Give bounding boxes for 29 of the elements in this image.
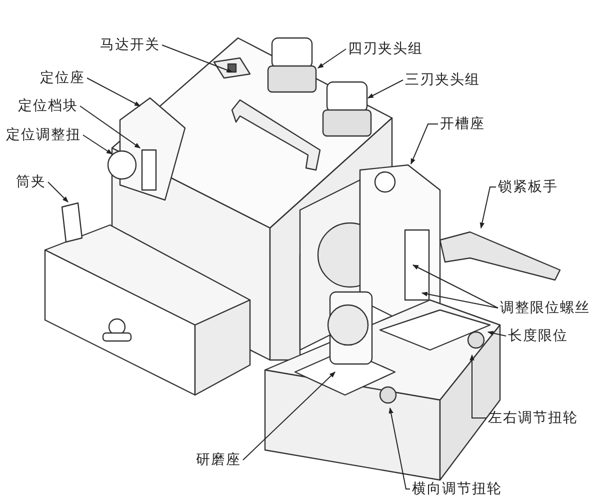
part-label: 研磨座 xyxy=(196,452,241,468)
leader-line xyxy=(318,48,346,68)
leader-line xyxy=(480,186,496,229)
leader-line xyxy=(388,407,410,490)
part-label: 定位调整扭 xyxy=(6,127,81,143)
part-label: 调整限位螺丝 xyxy=(500,300,590,316)
leader-line xyxy=(410,124,438,165)
part-label: 左右调节扭轮 xyxy=(488,410,578,426)
part-label: 长度限位 xyxy=(508,328,568,344)
leader-line xyxy=(421,292,498,308)
part-label: 三刃夹头组 xyxy=(405,72,480,88)
part-label: 定位座 xyxy=(40,70,85,86)
leader-line xyxy=(162,44,233,72)
part-label: 锁紧板手 xyxy=(498,179,558,195)
leader-line xyxy=(242,372,336,460)
leader-line xyxy=(48,182,68,202)
part-label: 定位档块 xyxy=(18,98,78,114)
leader-line xyxy=(367,80,404,98)
part-label: 横向调节扭轮 xyxy=(412,481,502,497)
leader-line xyxy=(487,330,506,336)
part-label: 筒夹 xyxy=(16,174,46,190)
part-label: 马达开关 xyxy=(100,37,160,53)
leader-line xyxy=(412,264,498,308)
leader-line xyxy=(86,78,141,106)
leader-line xyxy=(80,106,140,148)
leader-line xyxy=(82,134,112,154)
part-label: 开槽座 xyxy=(440,116,485,132)
leader-line xyxy=(470,354,486,418)
part-label: 四刃夹头组 xyxy=(348,41,423,57)
